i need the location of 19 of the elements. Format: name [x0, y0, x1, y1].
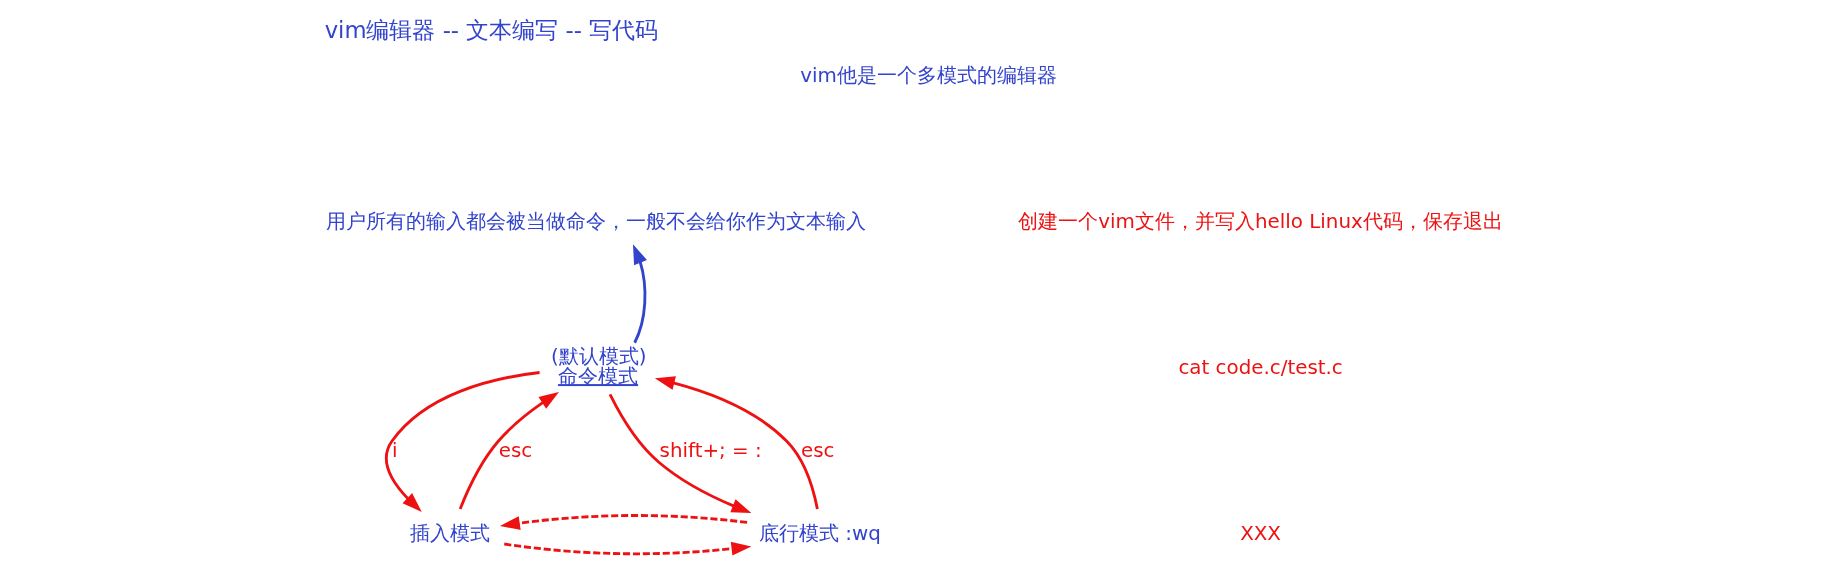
- node-text: 插入模式: [409, 521, 490, 545]
- diagram-title: vim编辑器 -- 文本编写 -- 写代码: [324, 16, 658, 43]
- label: cat code.c/test.c: [1177, 355, 1343, 379]
- label: vim他是一个多模式的编辑器: [799, 63, 1057, 87]
- edge-label: esc: [800, 438, 835, 462]
- label: 创建一个vim文件，并写入hello Linux代码，保存退出: [1017, 209, 1503, 233]
- node-text: 底行模式 :wq: [758, 521, 881, 545]
- label: XXX: [1239, 521, 1281, 545]
- edge-label: i: [391, 438, 398, 462]
- arrow: [632, 244, 647, 344]
- arrow: [654, 376, 819, 510]
- arrow: [458, 391, 559, 510]
- arrow: [608, 393, 751, 514]
- node-text: 用户所有的输入都会被当做命令，一般不会给你作为文本输入: [325, 209, 866, 233]
- edge-label: shift+; = :: [659, 438, 762, 462]
- arrow: [503, 541, 751, 556]
- arrow: [499, 514, 747, 530]
- arrow: [384, 371, 540, 512]
- edge-label: esc: [498, 438, 532, 462]
